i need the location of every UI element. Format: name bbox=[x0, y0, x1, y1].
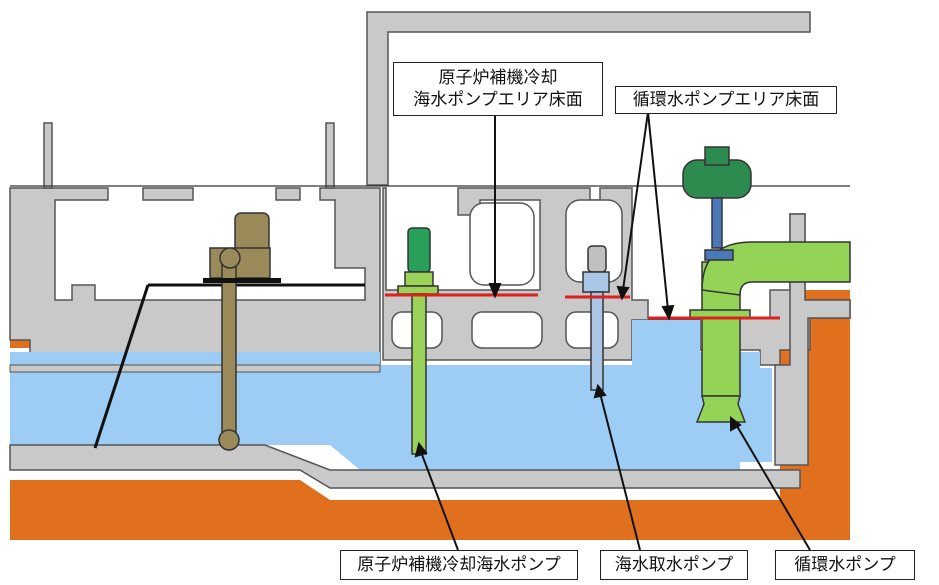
cw-flange-1 bbox=[704, 249, 734, 261]
arrow-cw-pump bbox=[736, 425, 811, 551]
channel-left-edge bbox=[9, 364, 381, 373]
cw-motor-top bbox=[704, 146, 730, 166]
deck-slab-2 bbox=[275, 187, 301, 201]
label-cw-pump: 循環水ポンプ bbox=[775, 550, 915, 580]
cw-shaft bbox=[711, 197, 723, 249]
label-ccw-pump: 原子炉補機冷却海水ポンプ bbox=[340, 550, 578, 580]
ccw-flange bbox=[397, 285, 439, 295]
tall-column bbox=[366, 11, 811, 186]
arrowhead-ccw-floor bbox=[488, 283, 502, 299]
arrowhead-ccw-pump bbox=[414, 441, 428, 458]
arrowhead-cw-pump bbox=[730, 415, 742, 432]
soil-bottom bbox=[10, 480, 850, 540]
label-cw-floor: 循環水ポンプエリア床面 bbox=[615, 86, 837, 114]
ccw-coupling bbox=[404, 271, 434, 287]
label-ccw-pump-text: 原子炉補機冷却海水ポンプ bbox=[357, 555, 561, 575]
arrow-cw-floor-a bbox=[622, 111, 649, 291]
arrowhead-intake-pump bbox=[593, 383, 607, 399]
rail-right bbox=[325, 122, 335, 189]
chamber-upper-mid bbox=[469, 202, 535, 286]
cw-elbow bbox=[701, 241, 851, 296]
pointer-arrows bbox=[414, 111, 811, 551]
screen-shaft bbox=[221, 257, 237, 444]
rail-left bbox=[43, 122, 53, 189]
intake-head bbox=[582, 271, 610, 293]
cw-bell bbox=[695, 395, 747, 423]
label-intake-pump: 海水取水ポンプ bbox=[600, 550, 748, 580]
label-cw-floor-text: 循環水ポンプエリア床面 bbox=[632, 90, 820, 110]
label-ccw-floor: 原子炉補機冷却 海水ポンプエリア床面 bbox=[393, 62, 603, 116]
label-ccw-floor-line2: 海水ポンプエリア床面 bbox=[413, 90, 583, 110]
label-intake-pump-text: 海水取水ポンプ bbox=[614, 555, 734, 575]
screen-base bbox=[209, 247, 271, 279]
traveling-screen bbox=[209, 212, 271, 451]
ccw-motor bbox=[407, 227, 431, 273]
label-ccw-floor-line1: 原子炉補機冷却 bbox=[438, 68, 558, 88]
intake-column bbox=[590, 291, 604, 391]
left-wall bbox=[9, 187, 381, 366]
screen-wheel-top bbox=[219, 247, 241, 269]
label-cw-pump-text: 循環水ポンプ bbox=[794, 555, 896, 575]
arrow-intake-pump bbox=[599, 392, 641, 551]
arrow-ccw-pump bbox=[420, 451, 459, 551]
ccw-column bbox=[411, 293, 427, 455]
seawater bbox=[10, 320, 772, 470]
circulating-water-pump bbox=[682, 146, 851, 423]
screen-foot bbox=[203, 278, 281, 283]
screen-wheel-bottom bbox=[218, 429, 240, 451]
intake-motor bbox=[587, 245, 607, 273]
chamber-2 bbox=[471, 311, 543, 349]
arrow-cw-floor-b bbox=[647, 111, 669, 311]
channel-bottom bbox=[9, 444, 801, 489]
arrowhead-cw-floor-b bbox=[661, 304, 675, 321]
screen-slope bbox=[93, 284, 150, 449]
arrowhead-cw-floor-a bbox=[616, 285, 630, 301]
deck-slab-1 bbox=[142, 187, 194, 201]
